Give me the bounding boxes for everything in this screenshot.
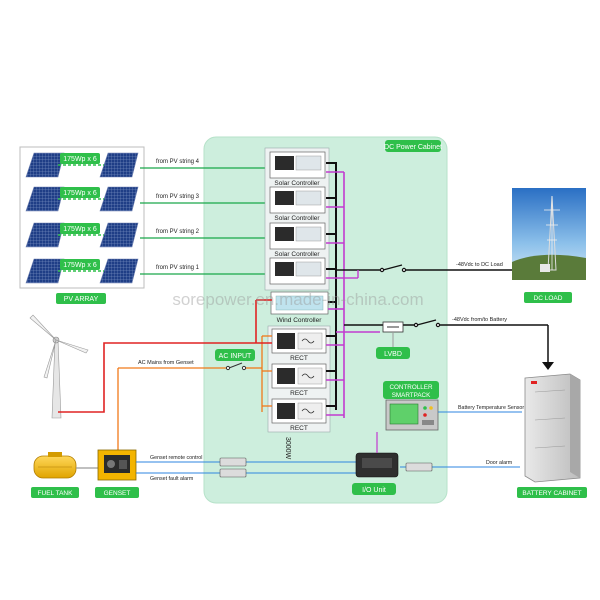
pv-array-tag <box>56 293 106 304</box>
genset-fault-label: Genset fault alarm <box>150 476 194 482</box>
battery-feed-label: -48Vdc from/to Battery <box>452 317 507 323</box>
ac-input-label: AC INPUT <box>219 353 252 360</box>
genset-tag <box>95 487 139 498</box>
string-tag-label: 175Wp x 6 <box>63 156 97 163</box>
lvbd-label: LVBD <box>384 351 402 358</box>
pv-feed-lines <box>140 167 268 275</box>
watermark: sorepower.en.made-in-china.com <box>172 290 423 309</box>
genset-remote-label: Genset remote control <box>150 455 202 461</box>
solar-controller <box>269 257 326 285</box>
dc-load-feed-label: -48Vdc to DC Load <box>456 262 503 268</box>
signal-connectors <box>219 457 433 478</box>
rectifier: RECT <box>271 398 327 432</box>
solar-controller: Solar Controller <box>269 186 326 222</box>
ac-input-tag <box>215 349 255 361</box>
pv-string-tags: 175Wp x 6 175Wp x 6 175Wp x 6 175Wp x 6 <box>58 153 104 272</box>
wind-controller-label: Wind Controller <box>277 317 323 324</box>
wind-controller: Wind Controller <box>270 291 329 324</box>
io-unit <box>355 432 399 478</box>
io-unit-label: I/O Unit <box>362 487 386 494</box>
pv-panel <box>99 152 139 178</box>
pv-panel <box>99 258 139 284</box>
rect-rating: 3000W <box>284 437 291 460</box>
wind-feed-line <box>58 342 272 413</box>
string-tag <box>60 153 100 164</box>
pv-panels <box>25 152 139 284</box>
wind-turbine <box>29 314 89 419</box>
rectifier: RECT <box>271 328 327 362</box>
string-tag <box>60 187 100 198</box>
genset <box>97 449 137 481</box>
pv-string-1-label: from PV string 1 <box>156 265 200 271</box>
ac-feed-lines <box>117 335 272 455</box>
solar-controller-label: Solar Controller <box>274 251 320 258</box>
fuel-tank <box>33 452 77 479</box>
cabinet-title-tag <box>385 140 441 152</box>
ac-mains-label: AC Mains from Genset <box>138 360 194 366</box>
pv-array-label: PV ARRAY <box>64 296 99 303</box>
string-tag-label: 175Wp x 6 <box>63 190 97 197</box>
cabinet-title: DC Power Cabinet <box>384 144 442 151</box>
pv-panel <box>99 186 139 212</box>
battery-arrow <box>542 362 554 370</box>
rectifier: RECT <box>271 363 327 397</box>
rect-label: RECT <box>290 355 308 362</box>
battery-cabinet <box>524 373 581 483</box>
fuel-tank-tag <box>31 487 79 498</box>
rectifier-stack: RECT RECT RECT 3000W <box>267 325 331 460</box>
string-tag <box>60 223 100 234</box>
string-tag-label: 175Wp x 6 <box>63 262 97 269</box>
solar-controller-label: Solar Controller <box>274 215 320 222</box>
pv-panel <box>25 152 65 178</box>
solar-controller-label: Solar Controller <box>274 180 320 187</box>
dc-load-breaker <box>379 264 407 274</box>
dc-load-tag <box>524 292 572 303</box>
solar-controller: Solar Controller <box>269 151 326 187</box>
dc-load-tower-image <box>512 188 586 280</box>
controller-label-1: CONTROLLER <box>389 384 432 391</box>
rect-label: RECT <box>290 425 308 432</box>
dc-load-label: DC LOAD <box>534 295 563 302</box>
pv-panel <box>99 222 139 248</box>
pv-string-2-label: from PV string 2 <box>156 229 200 235</box>
genset-label: GENSET <box>104 490 131 497</box>
pv-panel <box>25 222 65 248</box>
controller-label-2: SMARTPACK <box>392 392 431 399</box>
solar-controller-stack: Solar Controller Solar Controller Solar … <box>264 147 330 291</box>
rect-label: RECT <box>290 390 308 397</box>
controller-smartpack: CONTROLLER SMARTPACK <box>383 381 439 431</box>
door-alarm-label: Door alarm <box>486 460 513 466</box>
battery-temp-sensor-label: Battery Temperature Sensor <box>458 405 524 411</box>
pv-panel <box>25 186 65 212</box>
string-tag <box>60 259 100 270</box>
pv-string-3-label: from PV string 3 <box>156 194 200 200</box>
string-tag-label: 175Wp x 6 <box>63 226 97 233</box>
battery-cabinet-tag <box>517 487 587 498</box>
battery-breaker <box>413 319 441 329</box>
lvbd-switch: LVBD <box>376 321 410 359</box>
pv-string-4-label: from PV string 4 <box>156 159 200 165</box>
battery-cabinet-label: BATTERY CABINET <box>522 490 581 497</box>
solar-controller: Solar Controller <box>269 222 326 258</box>
io-unit-tag <box>352 483 396 495</box>
fuel-tank-label: FUEL TANK <box>38 490 74 497</box>
pv-panel <box>25 258 65 284</box>
ac-breaker <box>225 362 247 371</box>
